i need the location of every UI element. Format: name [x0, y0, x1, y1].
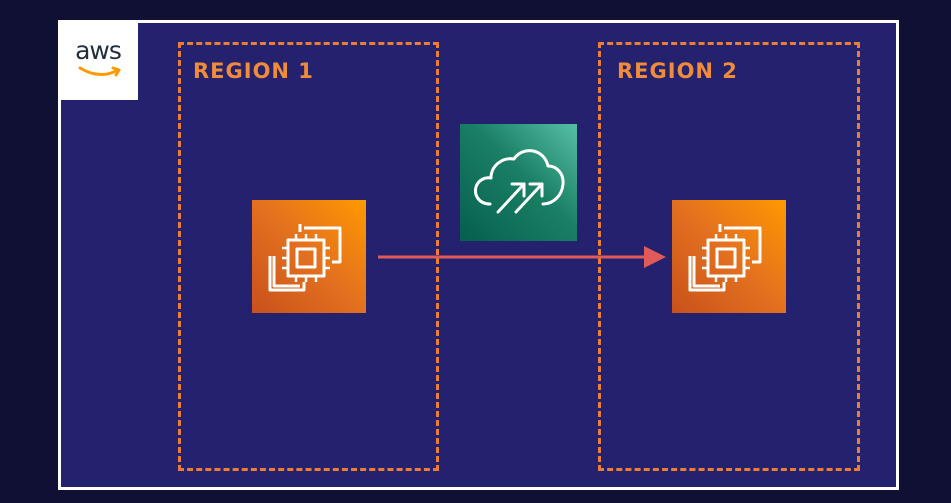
region-2-label: REGION 2	[617, 59, 738, 83]
region-1-label: REGION 1	[193, 59, 314, 83]
aws-smile-icon	[78, 66, 121, 77]
aws-logo-text: aws	[75, 36, 122, 65]
replication-arrow	[378, 246, 666, 268]
global-accelerator-icon	[460, 124, 577, 241]
ec2-instance-icon	[672, 200, 786, 313]
ec2-instance-icon	[252, 200, 366, 313]
aws-logo: aws	[58, 20, 138, 100]
